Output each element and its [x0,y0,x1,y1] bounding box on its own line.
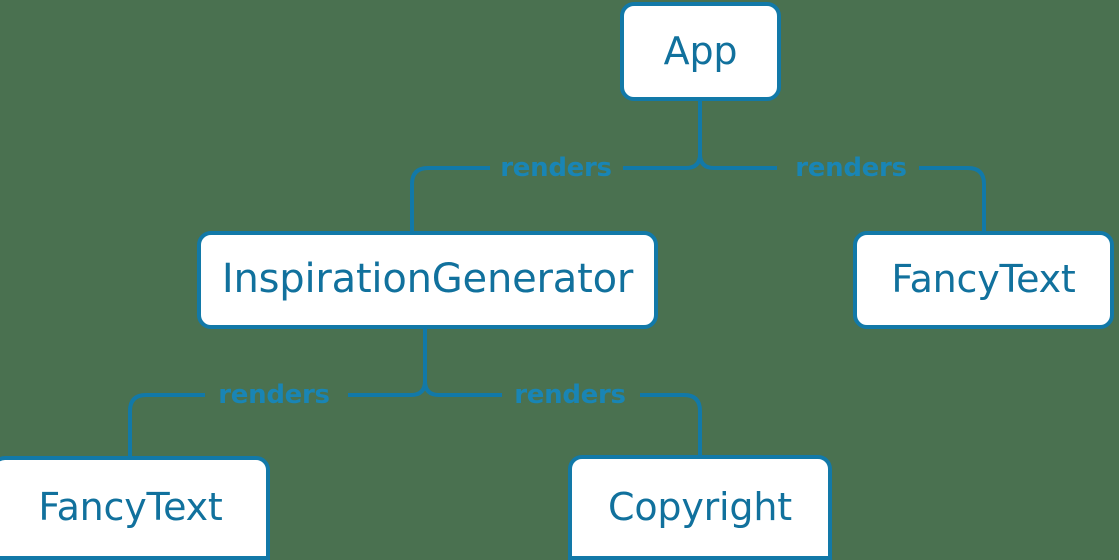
node-fancy-text-left[interactable]: FancyText [0,456,270,560]
edge-app-stem [623,101,702,170]
edge-inspirationgenerator-to-copyright [640,393,702,455]
edge-inspirationgenerator-stem-right [423,329,502,397]
edge-app-to-inspirationgenerator [410,166,490,231]
edge-label-app-to-fancytext-right: renders [795,153,907,183]
edge-app-to-fancytext-right [919,166,986,231]
edge-app-stem-right [698,101,777,170]
node-inspiration-generator[interactable]: InspirationGenerator [197,231,658,329]
node-copyright-label: Copyright [608,484,792,529]
edge-label-inspirationgenerator-to-fancytext-left: renders [218,380,330,410]
edge-label-app-to-inspirationgenerator: renders [500,153,612,183]
node-fancy-text-right[interactable]: FancyText [853,231,1114,329]
edge-inspirationgenerator-stem-left [348,329,427,397]
node-app[interactable]: App [620,2,781,101]
node-fancy-text-left-label: FancyText [38,485,223,529]
node-fancy-text-right-label: FancyText [891,257,1076,301]
edge-label-inspirationgenerator-to-copyright: renders [514,380,626,410]
node-copyright[interactable]: Copyright [568,455,832,560]
node-inspiration-generator-label: InspirationGenerator [221,256,634,302]
edge-inspirationgenerator-to-fancytext-left [128,393,205,456]
node-app-label: App [663,28,738,73]
